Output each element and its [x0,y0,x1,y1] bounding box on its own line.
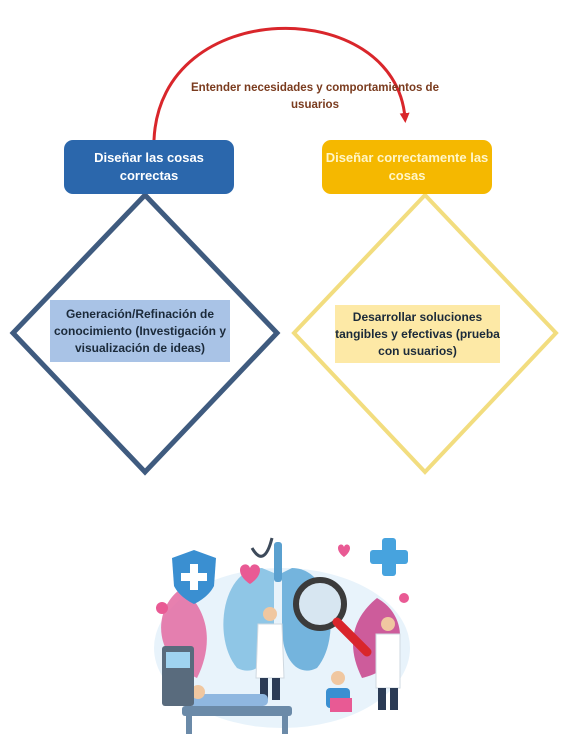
magnifier-icon [293,577,347,631]
stethoscope-icon [250,537,274,558]
left-phase-title: Diseñar las cosas correctas [64,140,234,194]
plus-badge-icon [370,538,408,576]
hospital-bed [182,685,292,734]
doctor-figure-right [375,617,401,710]
medical-monitor [162,646,194,706]
top-curved-arrow [152,26,410,141]
right-phase-title: Diseñar correctamente las cosas [322,140,492,194]
heart-icon [240,564,260,584]
doctor-figure [255,607,285,700]
person-with-laptop [326,671,352,712]
top-arrow-label: Entender necesidades y comportamientos d… [191,82,439,111]
medical-team-lungs-illustration [154,537,410,734]
right-diamond [291,192,559,475]
right-phase-description: Desarrollar soluciones tangibles y efect… [335,305,500,363]
heart-icon-small [338,544,350,557]
left-diamond [9,191,281,476]
left-phase-description: Generación/Refinación de conocimiento (I… [50,300,230,362]
trachea-shape [274,542,282,582]
